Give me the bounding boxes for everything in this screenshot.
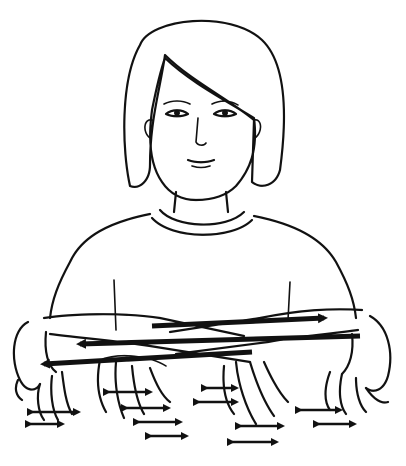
- nose: [196, 118, 206, 145]
- arrow-left-middle-icon: [80, 336, 360, 344]
- neck: [152, 192, 252, 235]
- small-motion-arrows: [30, 388, 354, 442]
- left-eyebrow: [164, 101, 190, 104]
- right-center-hand: [223, 362, 288, 424]
- torso: [50, 214, 356, 330]
- right-hand: [326, 372, 389, 414]
- mouth: [188, 160, 214, 162]
- large-motion-arrows: [44, 318, 360, 364]
